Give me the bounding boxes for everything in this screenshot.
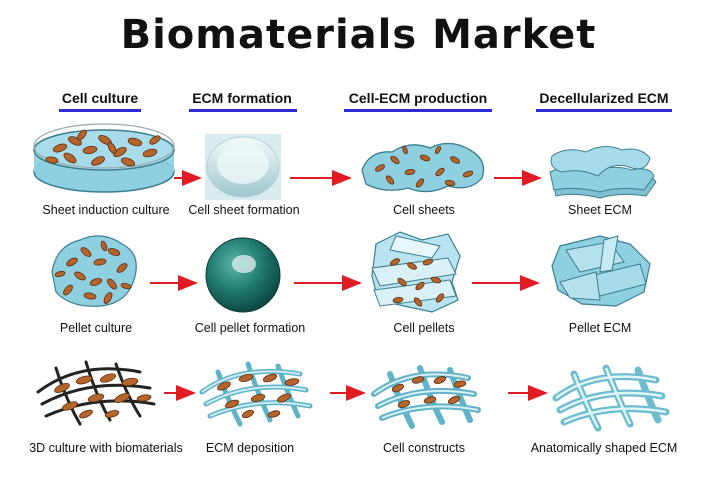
caption-cell-pellet-formation: Cell pellet formation <box>194 321 306 335</box>
header-decellularized-ecm: Decellularized ECM <box>539 90 669 106</box>
ecm-deposition-illustration <box>199 361 313 427</box>
pellet-ecm-illustration <box>551 235 651 307</box>
caption-sheet-induction-culture: Sheet induction culture <box>42 203 170 217</box>
caption-anatomically-shaped-ecm: Anatomically shaped ECM <box>530 441 678 455</box>
sheet-ecm-illustration <box>549 146 657 199</box>
caption-cell-constructs: Cell constructs <box>383 441 465 455</box>
caption-cell-pellets: Cell pellets <box>393 321 455 335</box>
page-title: Biomaterials Market <box>120 12 597 58</box>
caption-3d-culture-with-biomaterials: 3D culture with biomaterials <box>29 441 183 455</box>
process-arrows <box>150 170 548 401</box>
header-underline <box>536 109 672 112</box>
caption-cell-sheet-formation: Cell sheet formation <box>188 203 300 217</box>
cell-constructs-illustration <box>371 365 481 429</box>
petri-dish-cells-illustration <box>33 123 175 193</box>
header-underline <box>344 109 492 112</box>
pellet-culture-illustration <box>51 235 137 307</box>
header-ecm-formation: ECM formation <box>192 90 292 106</box>
caption-ecm-deposition: ECM deposition <box>205 441 295 455</box>
caption-pellet-ecm: Pellet ECM <box>568 321 632 335</box>
header-cell-ecm-production: Cell-ECM production <box>348 90 488 106</box>
3d-culture-scaffold-illustration <box>36 360 156 426</box>
caption-pellet-culture: Pellet culture <box>59 321 133 335</box>
cell-pellet-photo <box>205 237 281 313</box>
header-underline <box>59 109 141 112</box>
header-cell-culture: Cell culture <box>61 90 139 106</box>
caption-cell-sheets: Cell sheets <box>393 203 455 217</box>
cell-pellets-illustration <box>371 231 461 313</box>
cell-sheet-photo <box>205 134 281 200</box>
caption-sheet-ecm: Sheet ECM <box>568 203 632 217</box>
anatomically-shaped-ecm-illustration <box>552 364 670 432</box>
cell-sheets-illustration <box>361 142 485 193</box>
header-underline <box>189 109 297 112</box>
